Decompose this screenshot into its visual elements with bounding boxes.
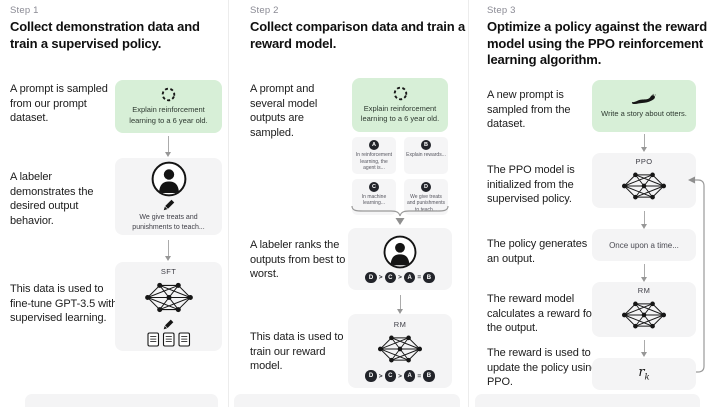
step2-labeler-card: D > C > A = B bbox=[348, 228, 452, 290]
pen-icon bbox=[163, 319, 174, 330]
person-icon bbox=[383, 235, 417, 269]
cycle-dashed-icon bbox=[393, 86, 408, 101]
output-id-badge: C bbox=[369, 181, 379, 192]
rm-label: RM bbox=[637, 286, 651, 295]
step3-caption-prompt: A new prompt is sampled from the dataset… bbox=[487, 89, 571, 131]
arrow-down-icon bbox=[164, 136, 171, 157]
step3-prompt-card: Write a story about otters. bbox=[592, 80, 696, 132]
output-card-c: C In machine learning... bbox=[352, 178, 396, 215]
neural-network-icon bbox=[376, 331, 424, 367]
arrow-down-icon bbox=[640, 211, 647, 229]
arrow-down-icon bbox=[396, 295, 403, 314]
step1-caption-labeler: A labeler demonstrates the desired outpu… bbox=[10, 171, 94, 227]
rank-item: D bbox=[365, 370, 377, 382]
output-card-d: D We give treats and punishments to teac… bbox=[404, 178, 448, 215]
output-text: In machine learning... bbox=[361, 193, 387, 207]
step3-caption-update: The reward is used to update the policy … bbox=[487, 347, 598, 389]
rank-item: B bbox=[423, 370, 435, 382]
step3-output-card: Once upon a time... bbox=[592, 229, 696, 261]
neural-network-icon bbox=[620, 297, 668, 333]
neural-network-icon bbox=[143, 278, 195, 317]
rank-item: A bbox=[403, 370, 416, 382]
step3-caption-init: The PPO model is initialized from the su… bbox=[487, 164, 575, 206]
arrow-down-icon bbox=[640, 134, 647, 152]
column-divider bbox=[228, 0, 229, 407]
model-outputs-grid: A In reinforcement learning, the agent i… bbox=[352, 137, 448, 215]
step1-title: Collect demonstration data and train a s… bbox=[10, 19, 200, 51]
step2-label: Step 2 bbox=[250, 5, 279, 16]
step1-prompt-text: Explain reinforcement learning to a 6 ye… bbox=[129, 105, 208, 125]
rank-item: C bbox=[384, 370, 397, 382]
rank-separator: = bbox=[417, 372, 422, 380]
output-card-b: B Explain rewards... bbox=[404, 137, 448, 174]
step1-caption-finetune: This data is used to fine-tune GPT-3.5 w… bbox=[10, 283, 118, 325]
labeler-ranking: D > C > A = B bbox=[365, 271, 435, 284]
curly-brace-icon bbox=[350, 205, 450, 226]
step3-rm-card: RM bbox=[592, 282, 696, 337]
step3-ppo-card: PPO bbox=[592, 153, 696, 208]
next-section-card-edge bbox=[475, 394, 700, 407]
output-id-badge: A bbox=[369, 140, 379, 150]
rank-separator: > bbox=[378, 274, 383, 281]
rank-item: B bbox=[423, 271, 435, 284]
step3-caption-output: The policy generates an output. bbox=[487, 238, 588, 265]
step1-label: Step 1 bbox=[10, 5, 39, 16]
step1-labeler-card: We give treats and punishments to teach.… bbox=[115, 158, 222, 235]
rm-ranking: D > C > A = B bbox=[365, 370, 435, 382]
output-text: In reinforcement learning, the agent is.… bbox=[355, 152, 393, 171]
column-divider bbox=[468, 0, 469, 407]
rank-item: C bbox=[384, 271, 397, 284]
step1-caption-prompt: A prompt is sampled from our prompt data… bbox=[10, 83, 108, 125]
step2-caption-rank: A labeler ranks the outputs from best to… bbox=[250, 239, 346, 281]
neural-network-icon bbox=[620, 168, 668, 204]
arrow-down-icon bbox=[164, 240, 171, 261]
step3-title: Optimize a policy against the reward mod… bbox=[487, 19, 707, 68]
step2-title: Collect comparison data and train a rewa… bbox=[250, 19, 466, 51]
output-id-badge: B bbox=[421, 140, 431, 150]
otter-icon bbox=[631, 92, 658, 106]
policy-output-text: Once upon a time... bbox=[609, 240, 679, 250]
arrow-down-icon bbox=[640, 340, 647, 357]
step3-label: Step 3 bbox=[487, 5, 516, 16]
output-card-a: A In reinforcement learning, the agent i… bbox=[352, 137, 396, 174]
next-section-card-edge bbox=[25, 394, 218, 407]
ppo-label: PPO bbox=[635, 157, 653, 166]
step2-prompt-text: Explain reinforcement learning to a 6 ye… bbox=[360, 103, 440, 123]
step2-rm-card: RM D bbox=[348, 314, 452, 388]
sft-label: SFT bbox=[160, 266, 177, 276]
arrow-down-icon bbox=[640, 264, 647, 282]
documents-icon bbox=[146, 331, 191, 347]
rank-separator: > bbox=[378, 372, 383, 380]
step1-sft-card: SFT bbox=[115, 262, 222, 351]
rank-separator: > bbox=[398, 372, 402, 380]
step1-labeler-note: We give treats and punishments to teach.… bbox=[132, 214, 205, 231]
step2-prompt-card: Explain reinforcement learning to a 6 ye… bbox=[352, 78, 448, 132]
rm-label: RM bbox=[393, 320, 407, 330]
feedback-loop-arrow bbox=[684, 172, 708, 378]
rank-item: A bbox=[403, 271, 416, 284]
pen-icon bbox=[163, 199, 175, 211]
step1-prompt-card: Explain reinforcement learning to a 6 ye… bbox=[115, 80, 222, 133]
person-icon bbox=[151, 161, 187, 197]
output-text: Explain rewards... bbox=[406, 152, 446, 158]
rank-separator: = bbox=[417, 274, 422, 281]
next-section-card-edge bbox=[234, 394, 460, 407]
rank-item: D bbox=[365, 271, 377, 284]
cycle-dashed-icon bbox=[161, 87, 176, 102]
reward-formula: rk bbox=[638, 365, 650, 383]
output-id-badge: D bbox=[421, 181, 431, 192]
step3-reward-card: rk bbox=[592, 358, 696, 390]
step2-caption-train: This data is used to train our reward mo… bbox=[250, 331, 344, 373]
step3-caption-reward: The reward model calculates a reward for… bbox=[487, 293, 596, 335]
rank-separator: > bbox=[398, 274, 402, 281]
step2-caption-prompt: A prompt and several model outputs are s… bbox=[250, 83, 318, 139]
step3-prompt-text: Write a story about otters. bbox=[601, 109, 687, 119]
output-text: We give treats and punishments to teach.… bbox=[406, 193, 446, 213]
